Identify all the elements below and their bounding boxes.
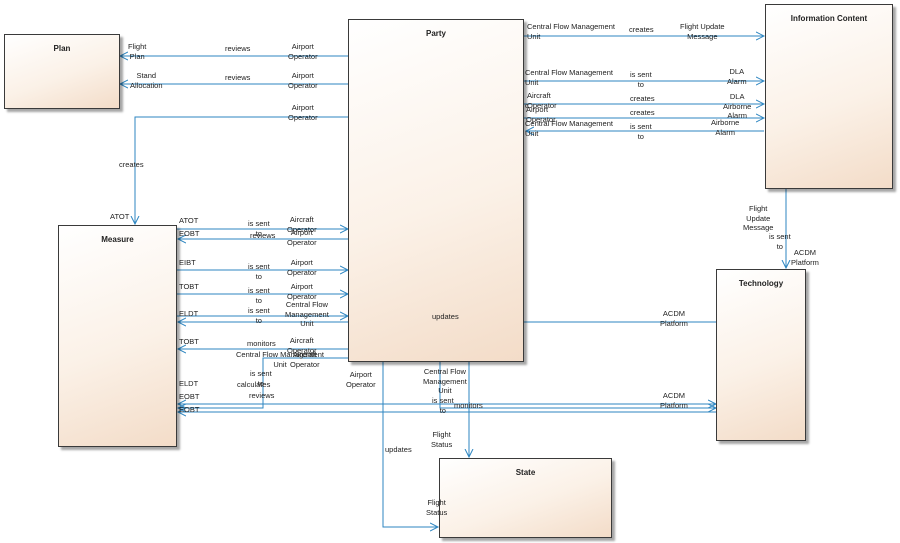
label-flight-update-message-2: Flight Update Message [743,204,774,232]
label-aircraft-operator-3: Aircraft Operator [287,336,317,355]
label-eldt-1: ELDT [179,309,199,318]
label-aircraft-operator-1: Aircraft Operator [527,91,557,110]
label-creates-atot: creates [119,160,144,169]
label-airport-operator-4: Airport Operator [526,105,556,124]
node-plan[interactable]: Plan [4,34,120,109]
label-airborne-alarm: Airborne Alarm [711,118,740,137]
label-airport-operator-5: Airport Operator [287,228,317,247]
label-eibt: EIBT [179,258,196,267]
label-airport-operator-3: Airport Operator [288,103,318,122]
label-aircraft-operator-4: Aircraft Operator [290,350,320,369]
node-party[interactable]: Party [348,19,524,362]
label-c-marker: c [525,101,529,110]
node-party-title: Party [425,29,446,38]
label-acdm-platform-1: ACDM Platform [791,248,819,267]
node-plan-title: Plan [53,44,71,53]
label-flight-status-2: Flight Status [426,498,448,517]
label-calculates: calculates [237,380,271,389]
label-monitors-2: monitors [454,401,483,410]
label-eobt-2: EOBT [179,392,200,401]
label-is-sent-to-2: is sent to [630,122,652,141]
label-airport-operator-7: Airport Operator [287,282,317,301]
label-is-sent-to-7: is sent to [248,306,270,325]
label-creates-2: creates [630,94,655,103]
label-monitors-1: monitors [247,339,276,348]
connector-updates-flight-status [382,404,438,527]
label-cfmu-1: Central Flow Management Unit [527,22,615,41]
label-dla-alarm: DLA Alarm [727,67,747,86]
node-state[interactable]: State [439,458,612,538]
label-acdm-platform-3: ACDM Platform [660,391,688,410]
connector-creates-atot [135,116,348,224]
label-airport-operator-8: Airport Operator [346,370,376,389]
label-is-sent-to-5: is sent to [248,262,270,281]
node-technology[interactable]: Technology [716,269,806,441]
label-flight-plan: Flight Plan [128,42,147,61]
label-is-sent-to-9: is sent to [432,396,454,415]
label-dla-airborne-alarm: DLA Airborne Alarm [723,92,752,120]
label-cfmu-2: Central Flow Management Unit [525,68,613,87]
node-information-content-title: Information Content [790,14,868,23]
label-is-sent-to-6: is sent to [248,286,270,305]
label-reviews-3: reviews [250,231,276,240]
label-reviews-4: reviews [249,391,275,400]
label-cfmu-5: Central Flow Management Unit [236,350,324,369]
connector-is-sent-to-acdm [439,362,716,408]
label-aircraft-operator-2: Aircraft Operator [287,215,317,234]
label-stand-allocation: Stand Allocation [130,71,163,90]
label-airport-operator-1: Airport Operator [288,42,318,61]
label-flight-update-message: Flight Update Message [680,22,725,41]
label-reviews-1: reviews [225,44,251,53]
label-eobt-3: EOBT [179,405,200,414]
label-cfmu-3: Central Flow Management Unit [525,119,613,138]
label-acdm-platform-2: ACDM Platform [660,309,688,328]
label-tobt-1: TOBT [179,282,199,291]
node-measure[interactable]: Measure [58,225,177,447]
node-state-title: State [515,468,536,477]
label-updates-2: updates [385,445,412,454]
label-creates-1: creates [629,25,654,34]
label-is-sent-to-3: is sent to [769,232,791,251]
label-is-sent-to-4: is sent to [248,219,270,238]
label-flight-status-1: Flight Status [431,430,453,449]
label-creates-3: creates [630,108,655,117]
label-eobt-1: EOBT [179,229,200,238]
label-is-sent-to-8: is sent to [250,369,272,388]
connector-calculates-eldt [178,386,264,408]
label-cfmu-6: Central Flow Management Unit [423,367,467,395]
label-eldt-2: ELDT [179,379,199,388]
label-cfmu-4: Central Flow Management Unit [285,300,329,328]
label-reviews-2: reviews [225,73,251,82]
node-technology-title: Technology [738,279,784,288]
label-airport-operator-2: Airport Operator [288,71,318,90]
node-information-content[interactable]: Information Content [765,4,893,189]
label-airport-operator-6: Airport Operator [287,258,317,277]
label-atot-top: ATOT [110,212,130,221]
label-is-sent-to-1: is sent to [630,70,652,89]
label-updates-1: updates [432,312,459,321]
node-measure-title: Measure [101,235,134,244]
label-atot: ATOT [179,216,199,225]
label-tobt-2: TOBT [179,337,199,346]
